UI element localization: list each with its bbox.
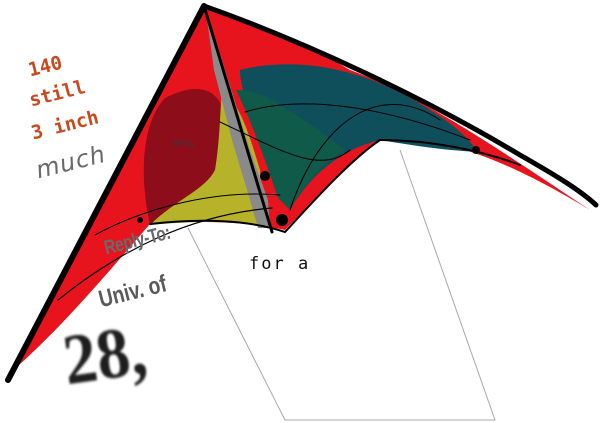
- text-28: 28,: [58, 309, 152, 401]
- kite-frame: [5, 3, 599, 383]
- kite-panel-dark-green: [236, 90, 345, 210]
- kite-frame-fittings: [137, 146, 480, 226]
- text-for-a: for a: [249, 254, 311, 274]
